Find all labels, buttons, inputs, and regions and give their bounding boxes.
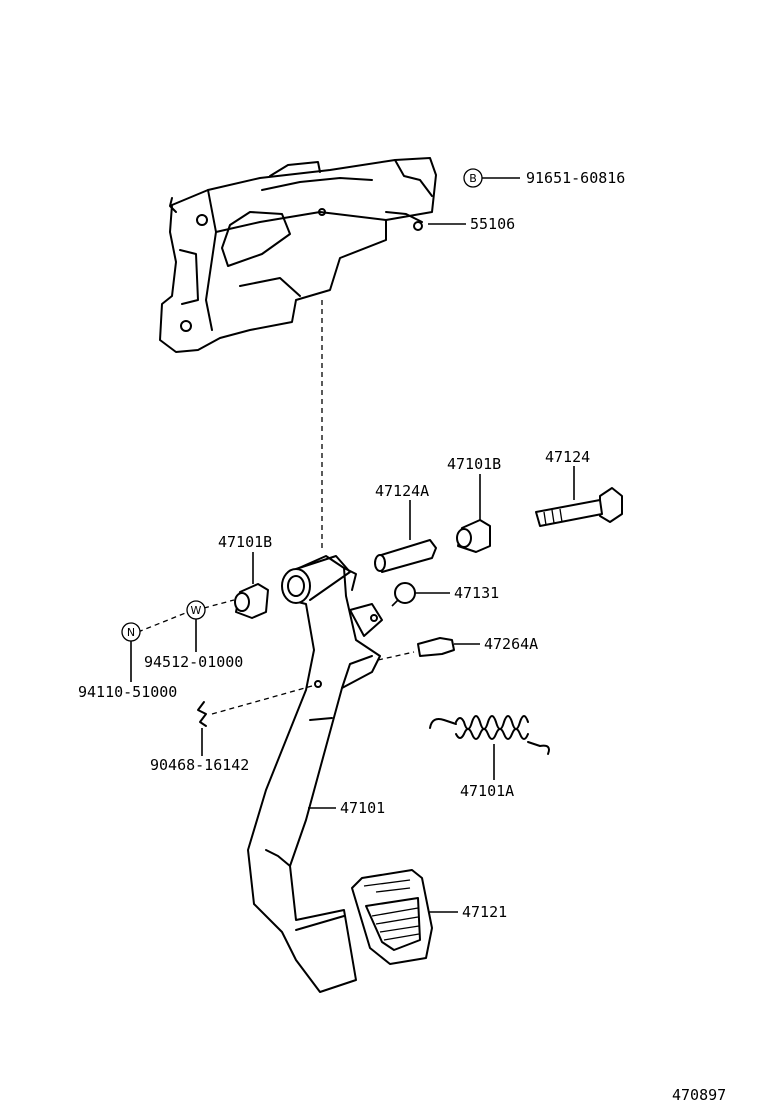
- part-label-47101a: 47101A: [460, 782, 514, 800]
- part-label-47121: 47121: [462, 903, 507, 921]
- part-label-47124a: 47124A: [375, 482, 429, 500]
- part-label-47264a: 47264A: [484, 635, 538, 653]
- clip: [197, 685, 313, 727]
- svg-text:B: B: [469, 172, 477, 185]
- brake-pedal-arm: [247, 555, 383, 993]
- part-label-91651-60816: 91651-60816: [526, 169, 625, 187]
- diagram-id: 470897: [672, 1086, 726, 1104]
- leader-lines: [130, 177, 575, 913]
- part-label-55106: 55106: [470, 215, 515, 233]
- return-spring: [429, 715, 550, 755]
- part-label-47101b-right: 47101B: [447, 455, 501, 473]
- part-label-47124: 47124: [545, 448, 590, 466]
- stop-cushion: [391, 582, 416, 607]
- pin: [377, 637, 455, 661]
- marker-b: B: [463, 168, 483, 188]
- fastener-line: [203, 599, 235, 609]
- bolt: [535, 487, 623, 527]
- part-label-94110-51000: 94110-51000: [78, 683, 177, 701]
- part-label-47101: 47101: [340, 799, 385, 817]
- part-label-94512-01000: 94512-01000: [144, 653, 243, 671]
- marker-w: W: [186, 600, 206, 620]
- marker-n: N: [121, 622, 141, 642]
- collar: [374, 539, 437, 573]
- pedal-support-bracket: [159, 157, 437, 353]
- svg-text:W: W: [191, 604, 202, 617]
- bushing-left: [234, 583, 269, 619]
- svg-text:N: N: [127, 626, 135, 639]
- part-label-47101b-left: 47101B: [218, 533, 272, 551]
- part-label-90468-16142: 90468-16142: [150, 756, 249, 774]
- fastener-line: [137, 611, 189, 633]
- part-label-47131: 47131: [454, 584, 499, 602]
- bushing-right: [456, 519, 491, 553]
- pedal-pad: [351, 869, 433, 965]
